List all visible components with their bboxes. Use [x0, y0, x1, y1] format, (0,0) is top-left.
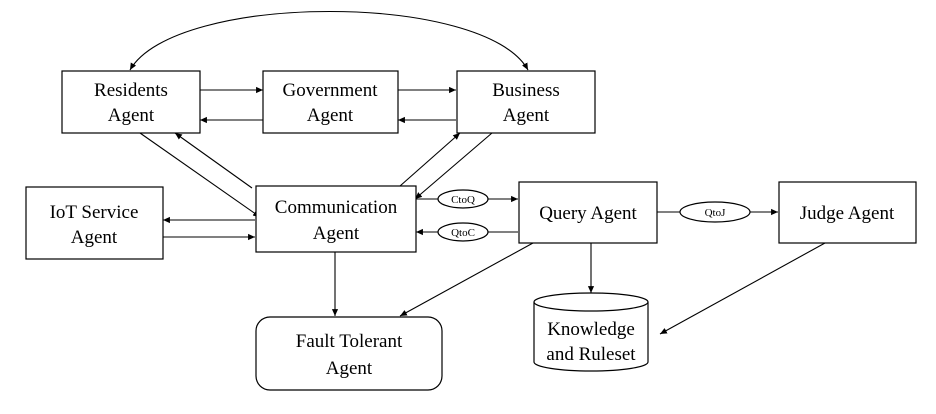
edge-judge-to-knowledge: [659, 242, 826, 335]
edge-residents-business-arc: [129, 11, 529, 71]
iot-service-agent-label-line2: Agent: [71, 227, 118, 248]
knowledge-ruleset-label-line1: Knowledge: [547, 319, 635, 340]
node-fault-tolerant-agent: Fault Tolerant Agent: [255, 316, 443, 391]
knowledge-ruleset-label-line2: and Ruleset: [546, 344, 636, 365]
business-agent-label-line1: Business: [492, 80, 560, 101]
qtoj-label: QtoJ: [705, 207, 727, 219]
residents-agent-label-line2: Agent: [108, 105, 155, 126]
node-iot-service-agent: IoT Service Agent: [25, 186, 164, 260]
qtoc-label: QtoC: [451, 227, 475, 239]
judge-agent-label: Judge Agent: [800, 203, 895, 224]
fault-tolerant-agent-label-line2: Agent: [326, 358, 373, 379]
node-knowledge-ruleset-database: Knowledge and Ruleset: [533, 292, 649, 372]
edge-communication-to-residents: [174, 132, 253, 189]
edges: [129, 11, 826, 335]
business-agent-label-line2: Agent: [503, 105, 550, 126]
edge-communication-to-business: [399, 132, 461, 187]
government-agent-label-line1: Government: [283, 80, 379, 101]
iot-service-agent-label-line1: IoT Service: [50, 202, 139, 223]
edge-residents-to-communication: [139, 132, 261, 218]
message-bubble-qtoj: QtoJ: [679, 201, 751, 223]
edge-query-to-fault: [399, 242, 534, 317]
communication-agent-label-line1: Communication: [275, 197, 398, 218]
communication-agent-label-line2: Agent: [313, 223, 360, 244]
node-government-agent: Government Agent: [262, 70, 399, 134]
government-agent-label-line2: Agent: [307, 105, 354, 126]
edge-business-to-communication: [414, 132, 493, 200]
node-judge-agent: Judge Agent: [778, 181, 917, 244]
message-bubble-qtoc: QtoC: [437, 222, 489, 242]
node-communication-agent: Communication Agent: [255, 185, 417, 253]
message-bubble-ctoq: CtoQ: [437, 189, 489, 209]
fault-tolerant-agent-label-line1: Fault Tolerant: [296, 331, 403, 352]
ctoq-label: CtoQ: [451, 194, 475, 206]
node-residents-agent: Residents Agent: [61, 70, 201, 134]
query-agent-label: Query Agent: [539, 203, 637, 224]
residents-agent-label-line1: Residents: [94, 80, 168, 101]
node-business-agent: Business Agent: [456, 70, 596, 134]
node-query-agent: Query Agent: [518, 181, 658, 244]
